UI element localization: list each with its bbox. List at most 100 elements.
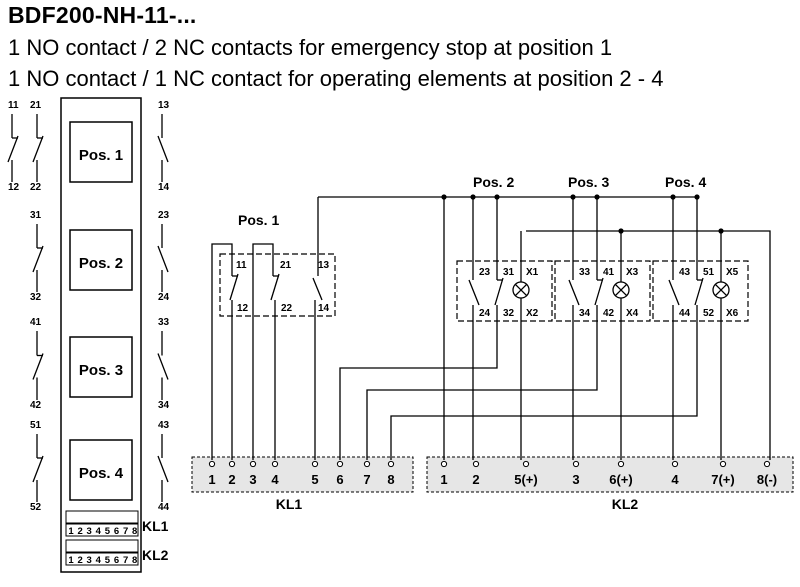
contact-number-top: 41 xyxy=(30,317,42,328)
no-bottom-number: 34 xyxy=(579,308,591,319)
contact-number-top: 11 xyxy=(8,100,19,111)
indicator-lamp-icon xyxy=(712,281,730,299)
kl1-terminal-label: 3 xyxy=(249,472,256,487)
junction-dot xyxy=(718,228,724,234)
position-label-1: Pos. 1 xyxy=(79,147,123,164)
kl2-terminal-point xyxy=(572,460,580,468)
lamp-bottom-label: X4 xyxy=(626,308,639,319)
contact-number-top: 31 xyxy=(30,210,42,221)
terminal-strip-kl1-digit: 2 xyxy=(77,526,82,537)
lamp-cross xyxy=(714,283,728,297)
pos1-label: Pos. 1 xyxy=(238,212,279,228)
contact-number-top: 51 xyxy=(30,420,42,431)
terminal-strip-kl2-digit: 2 xyxy=(77,555,82,566)
kl1-terminal-point xyxy=(271,460,279,468)
kl1-terminal-label: 6 xyxy=(336,472,343,487)
contact-number-bottom: 24 xyxy=(158,292,170,303)
terminal-strip-kl2-digit: 7 xyxy=(123,555,128,566)
kl2-terminal-label: 5(+) xyxy=(514,472,537,487)
terminal-strip-kl1-top xyxy=(65,510,139,524)
wire-kl1-8 xyxy=(390,322,698,460)
contact-number-bottom: 52 xyxy=(30,502,42,513)
kl1-strip xyxy=(191,456,414,493)
contact-number-top: 23 xyxy=(158,210,170,221)
indicator-lamp-icon xyxy=(612,281,630,299)
module-label: Pos. 4 xyxy=(665,174,706,190)
pos1-contact-bottom: 14 xyxy=(318,303,330,314)
contact-blade xyxy=(694,277,704,306)
no-top-number: 23 xyxy=(479,267,491,278)
kl2-terminal-label: 7(+) xyxy=(711,472,734,487)
position-box-3 xyxy=(69,336,133,398)
kl1-terminal-label: 7 xyxy=(363,472,370,487)
kl1-terminal-label: 5 xyxy=(311,472,318,487)
contact-number-bottom: 22 xyxy=(30,182,42,193)
kl2-strip xyxy=(426,456,794,493)
kl2-label: KL2 xyxy=(142,547,169,563)
junction-dot xyxy=(618,228,624,234)
kl1-terminal-point xyxy=(311,460,319,468)
kl2-terminal-point xyxy=(671,460,679,468)
contact-blade xyxy=(157,455,169,483)
pos1-contact-block xyxy=(219,253,336,317)
kl2-terminal-label: 8(-) xyxy=(757,472,777,487)
contact-blade xyxy=(157,135,169,163)
module-label: Pos. 2 xyxy=(473,174,514,190)
position-label-3: Pos. 3 xyxy=(79,362,123,379)
contact-blade xyxy=(312,277,323,301)
diagram-title: BDF200-NH-11-... xyxy=(8,2,197,28)
wire-kl1-6 xyxy=(339,322,498,460)
terminal-strip-kl1-digit: 3 xyxy=(87,526,92,537)
no-contact-43: 43 44 xyxy=(157,420,170,513)
kl2-terminal-point xyxy=(617,460,625,468)
kl2-terminal-label: 6(+) xyxy=(609,472,632,487)
kl1-caption: KL1 xyxy=(276,496,303,512)
no-bottom-number: 44 xyxy=(679,308,691,319)
contact-number-top: 43 xyxy=(158,420,170,431)
kl2-terminal-point xyxy=(472,460,480,468)
module-label: Pos. 3 xyxy=(568,174,609,190)
kl1-terminal-label: 2 xyxy=(228,472,235,487)
description-line-2: 1 NO contact / 1 NC contact for operatin… xyxy=(8,66,664,91)
kl1-terminal-label: 1 xyxy=(208,472,215,487)
pos1-contact-bottom: 22 xyxy=(281,303,293,314)
lamp-top-label: X1 xyxy=(526,267,539,278)
wire-kl1-1 xyxy=(211,243,233,460)
terminal-strip-kl2-digit: 8 xyxy=(132,555,137,566)
contact-number-top: 33 xyxy=(158,317,170,328)
contact-blade xyxy=(32,455,44,483)
terminal-strip-kl1-digit: 5 xyxy=(105,526,111,537)
kl1-terminal-point xyxy=(336,460,344,468)
nc-top-number: 31 xyxy=(503,267,515,278)
kl1-terminal-point xyxy=(387,460,395,468)
position-box-2 xyxy=(69,229,133,291)
terminal-strip-kl2-digit: 5 xyxy=(105,555,111,566)
description-line-1: 1 NO contact / 2 NC contacts for emergen… xyxy=(8,35,613,60)
nc-contact-31: 31 32 xyxy=(30,210,44,303)
position-label-4: Pos. 4 xyxy=(79,465,124,482)
terminal-strip-kl1-digit: 7 xyxy=(123,526,128,537)
terminal-strip-kl1-digit: 8 xyxy=(132,526,137,537)
nc-bottom-number: 42 xyxy=(603,308,615,319)
lamp-bottom-label: X6 xyxy=(726,308,739,319)
contact-blade xyxy=(468,279,480,306)
contact-number-bottom: 32 xyxy=(30,292,42,303)
nc-contact-51: 51 52 xyxy=(30,420,44,513)
module-block xyxy=(652,260,749,322)
contact-number-bottom: 44 xyxy=(158,502,170,513)
kl2-terminal-point xyxy=(719,460,727,468)
contact-blade xyxy=(157,353,169,380)
kl1-terminal-label: 8 xyxy=(387,472,394,487)
device-housing xyxy=(60,97,142,573)
terminal-strip-kl2 xyxy=(65,552,139,566)
terminal-strip-kl2-digit: 3 xyxy=(87,555,92,566)
lamp-top-label: X3 xyxy=(626,267,639,278)
wire-kl1-3 xyxy=(252,243,274,460)
